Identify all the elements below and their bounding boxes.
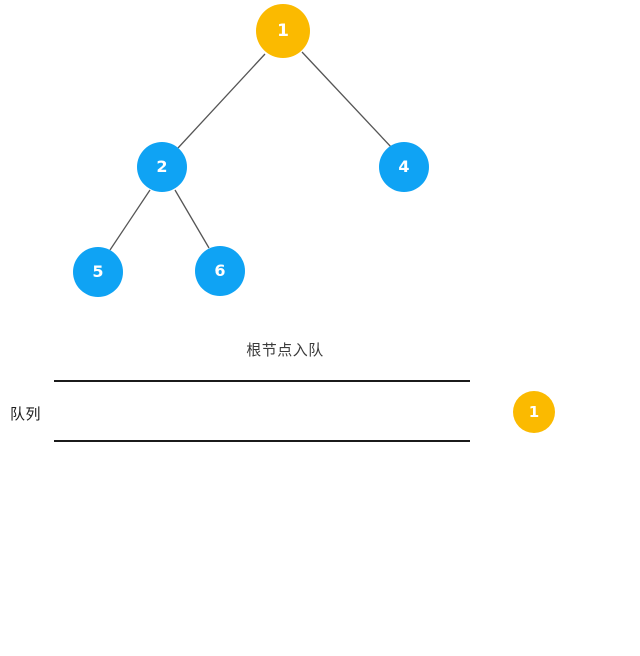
tree-edge-n1-n4: [301, 51, 393, 149]
tree-node-label: 2: [156, 157, 168, 176]
tree-node-1[interactable]: 1: [256, 4, 310, 58]
queue-line-bottom: [54, 440, 470, 442]
tree-edge-group: [109, 51, 393, 251]
tree-edge-n1-n2: [177, 53, 266, 149]
tree-edges-layer: [109, 51, 393, 251]
queue-item-1[interactable]: 1: [513, 391, 555, 433]
tree-node-6[interactable]: 6: [195, 246, 245, 296]
tree-edge-n2-n5: [109, 189, 151, 251]
tree-node-label: 4: [398, 157, 410, 176]
tree-node-2[interactable]: 2: [137, 142, 187, 192]
queue-item-label: 1: [528, 402, 540, 421]
tree-node-5[interactable]: 5: [73, 247, 123, 297]
tree-node-label: 5: [92, 262, 104, 281]
tree-node-label: 1: [277, 20, 289, 41]
tree-node-label: 6: [214, 261, 226, 280]
tree-edge-n2-n6: [174, 189, 210, 249]
queue-label: 队列: [10, 405, 42, 423]
queue-line-top: [54, 380, 470, 382]
diagram-caption: 根节点入队: [246, 341, 324, 359]
tree-node-4[interactable]: 4: [379, 142, 429, 192]
